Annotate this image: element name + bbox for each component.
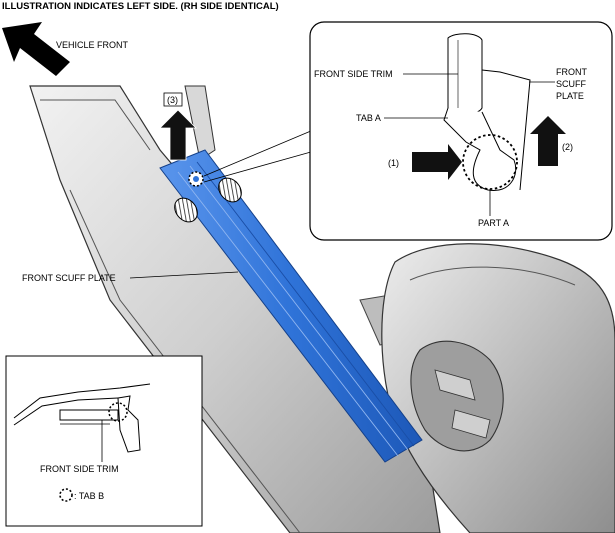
inset-view — [5, 355, 203, 527]
detail-leader-lower — [203, 149, 319, 183]
step3-box — [163, 92, 183, 107]
vehicle-front-label: VEHICLE FRONT — [56, 40, 129, 50]
detail-leader-upper — [203, 127, 319, 177]
front-scuff-plate-label: FRONT SCUFF PLATE — [22, 273, 116, 283]
detail-view — [309, 21, 613, 241]
clip-hatched-lower — [174, 197, 198, 223]
detail-front-label: FRONT — [556, 67, 587, 77]
detail-step1-label: (1) — [388, 158, 399, 168]
vehicle-front-arrow-icon — [2, 22, 70, 76]
detail-part-a-label: PART A — [478, 218, 509, 228]
step3-label: (3) — [167, 95, 178, 105]
step2-arrow-icon — [530, 116, 566, 166]
tab-b-legend-icon — [59, 488, 73, 502]
front-scuff-plate — [159, 149, 423, 463]
inset-tab-b-legend: : TAB B — [74, 491, 104, 501]
inset-front-side-trim-label: FRONT SIDE TRIM — [40, 464, 119, 474]
detail-step2-label: (2) — [562, 142, 573, 152]
step1-arrow-icon — [412, 144, 462, 180]
step3-arrow-icon — [159, 109, 197, 161]
header-note: ILLUSTRATION INDICATES LEFT SIDE. (RH SI… — [2, 1, 279, 12]
detail-tab-a-label: TAB A — [356, 113, 381, 123]
seat — [381, 243, 615, 533]
detail-plate-label: PLATE — [556, 91, 584, 101]
detail-front-side-trim-label: FRONT SIDE TRIM — [314, 69, 393, 79]
clip-hatched-upper — [218, 177, 242, 203]
front-scuff-plate-leader — [129, 271, 239, 279]
detail-scuff-label: SCUFF — [556, 79, 586, 89]
tab-b-marker — [188, 171, 204, 187]
